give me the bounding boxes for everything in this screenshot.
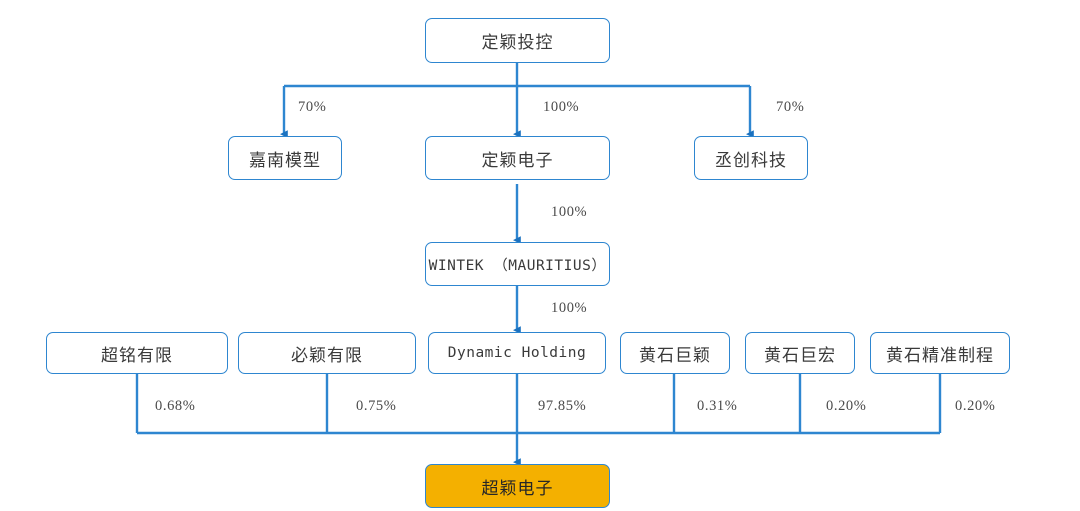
edge-label-wintek-to-dynamic: 100%	[551, 300, 588, 316]
edge-label-biying-to-target: 0.75%	[356, 398, 397, 414]
node-label: WINTEK （MAURITIUS）	[428, 257, 607, 274]
node-label: 超颖电子	[481, 478, 554, 498]
edge-label-dingying-to-wintek: 100%	[551, 204, 588, 220]
node-label: 黄石精准制程	[886, 345, 994, 365]
node-label: 定颖电子	[481, 150, 554, 170]
node-chaoying-dianzi-target[interactable]: 超颖电子	[425, 464, 610, 508]
node-label: 嘉南模型	[249, 150, 321, 170]
node-chengchuang-keji[interactable]: 丞创科技	[694, 136, 808, 180]
edge-label-huangshijingzhun-to-target: 0.20%	[955, 398, 996, 414]
node-label: 黄石巨颖	[639, 345, 711, 365]
edge-label-root-to-chengchuang: 70%	[776, 99, 805, 115]
node-huangshi-juhong[interactable]: 黄石巨宏	[745, 332, 855, 374]
edge-label-root-to-jianan: 70%	[298, 99, 327, 115]
node-label: 超铭有限	[101, 345, 173, 365]
node-label: Dynamic Holding	[447, 345, 587, 361]
node-label: 黄石巨宏	[764, 345, 836, 365]
node-dingying-touzi-holding[interactable]: 定颖投控	[425, 18, 610, 63]
node-huangshi-juying[interactable]: 黄石巨颖	[620, 332, 730, 374]
node-label: 丞创科技	[715, 150, 787, 170]
edge-label-chaoming-to-target: 0.68%	[155, 398, 196, 414]
node-biying-youxian[interactable]: 必颖有限	[238, 332, 416, 374]
node-label: 定颖投控	[481, 33, 554, 52]
node-chaoming-youxian[interactable]: 超铭有限	[46, 332, 228, 374]
node-dingying-dianzi[interactable]: 定颖电子	[425, 136, 610, 180]
edge-label-huangshijuhong-to-target: 0.20%	[826, 398, 867, 414]
node-dynamic-holding[interactable]: Dynamic Holding	[428, 332, 606, 374]
node-jianan-moxing[interactable]: 嘉南模型	[228, 136, 342, 180]
edge-label-root-to-dingying: 100%	[543, 99, 580, 115]
edge-label-huangshijuying-to-target: 0.31%	[697, 398, 738, 414]
edge-label-dynamic-to-target: 97.85%	[538, 398, 587, 414]
node-huangshi-jingzhun-zhicheng[interactable]: 黄石精准制程	[870, 332, 1010, 374]
node-wintek-mauritius[interactable]: WINTEK （MAURITIUS）	[425, 242, 610, 286]
node-label: 必颖有限	[291, 345, 363, 365]
